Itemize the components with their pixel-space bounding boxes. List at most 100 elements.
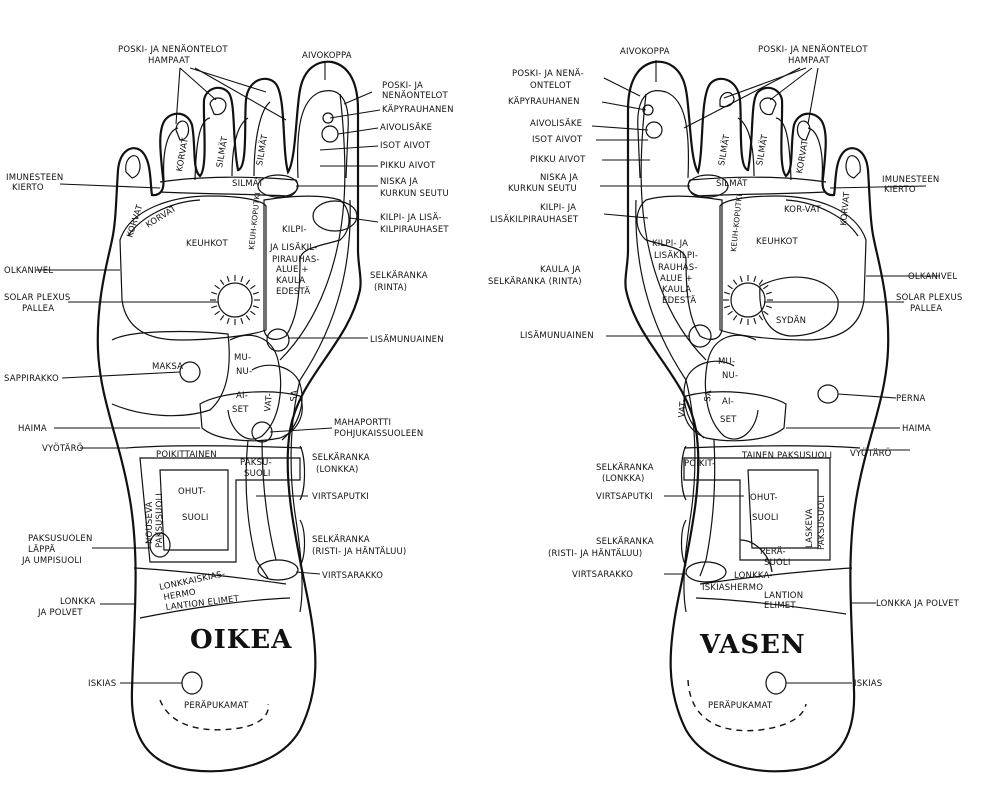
label-imuneste-2: KIERTO: [12, 183, 44, 193]
label-l-selkaranka-risti-2: (RISTI- JA HÄNTÄLUU): [548, 548, 642, 559]
right-ureter: [245, 439, 269, 579]
solar-ray: [219, 279, 225, 285]
label-l-niska-1: NISKA JA: [540, 173, 578, 183]
right-spine-bracket-2: [299, 519, 306, 567]
label-maksa: MAKSA: [152, 362, 183, 372]
label-perapukamat: PERÄPUKAMAT: [184, 700, 249, 711]
left-rectum: [739, 539, 773, 573]
label-aivokoppa: AIVOKOPPA: [302, 51, 352, 61]
label-paksusuoli-1: PAKSU-: [240, 458, 272, 468]
leader-lines: [36, 60, 940, 684]
label-vyotaro: VYÖTÄRÖ: [42, 443, 84, 454]
right-toe-inner-3: [231, 117, 249, 177]
label-kilpi-in-3: PIRAUHAS-: [272, 255, 320, 265]
label-olkanivel: OLKANIVEL: [4, 266, 53, 276]
label-selkaranka-risti-1: SELKÄRANKA: [312, 534, 370, 545]
right-toe-inner-1: [163, 127, 179, 181]
solar-ray: [252, 305, 259, 309]
right-pancreas-zone: [199, 391, 303, 442]
solar-ray: [758, 315, 764, 321]
label-l-keuhkot: KEUHKOT: [756, 237, 799, 247]
left-ear-band: [785, 199, 859, 237]
label-l-munu-4: SET: [720, 415, 737, 425]
label-l-perna: PERNA: [896, 394, 926, 404]
label-l-korvat-toe: KORVAT: [795, 139, 811, 175]
label-silmat-toe1: SILMÄT: [214, 135, 230, 169]
label-l-vyotaro: VYÖTÄRÖ: [850, 448, 892, 459]
label-l-silmat-toe1: SILMÄT: [754, 133, 770, 167]
solar-ray: [753, 276, 757, 283]
right-title: OIKEA: [190, 625, 292, 655]
label-l-kaula-1: KAULA JA: [540, 265, 581, 275]
label-l-perapukamat: PERÄPUKAMAT: [708, 700, 773, 711]
label-l-pikku-aivot: PIKKU AIVOT: [530, 155, 586, 165]
label-l-iskias: ISKIAS: [854, 679, 882, 689]
label-l-kaula-2: SELKÄRANKA (RINTA): [488, 276, 582, 287]
label-l-olkanivel: OLKANIVEL: [908, 272, 957, 282]
label-l-vatsa-2: SA: [703, 390, 714, 403]
left-colon-zone: [683, 457, 831, 561]
left-toe-inner-3: [737, 117, 755, 177]
solar-ray: [724, 305, 731, 309]
right-liver-zone: [111, 330, 230, 417]
solar-ray: [732, 315, 738, 321]
label-lappa-3: JA UMPISUOLI: [21, 556, 82, 566]
label-l-vatsa-1: VAT-: [677, 399, 689, 419]
solar-ray: [758, 279, 764, 285]
label-l-aivokoppa: AIVOKOPPA: [620, 47, 670, 57]
left-kidney-zone: [704, 334, 759, 440]
solar-ray: [226, 317, 230, 324]
left-spine-bracket-2: [680, 519, 687, 567]
left-toe-pad-4: [719, 91, 735, 108]
label-l-korvat-inner: KOR-VAT: [784, 205, 822, 215]
left-bigtoe-zone: [637, 90, 690, 179]
label-l-poski-hampaat-2: HAMPAAT: [788, 56, 831, 66]
label-l-kilpi-in-6: EDESTÄ: [662, 295, 696, 306]
left-spleen: [817, 384, 839, 404]
left-spine-line-2: [640, 93, 707, 361]
solar-ray: [765, 291, 772, 295]
label-poski-2: NENÄONTELOT: [382, 90, 448, 101]
left-toe-pad-2: [796, 120, 811, 141]
label-keuhkot: KEUHKOT: [186, 239, 229, 249]
label-l-aivolisake: AIVOLISÄKE: [530, 118, 582, 129]
label-poikittainen: POIKITTAINEN: [156, 450, 217, 460]
label-ohutsuoli-1: OHUT-: [178, 487, 206, 497]
label-munu-3: AI-: [236, 391, 248, 401]
solar-ray: [240, 317, 244, 324]
label-l-niska-2: KURKUN SEUTU: [508, 184, 577, 194]
label-lappa-1: PAKSUSUOLEN: [28, 534, 93, 544]
label-nouseva-1: NOUSEVA: [145, 501, 155, 544]
solar-ray: [763, 310, 769, 316]
label-l-munu-2: NU-: [722, 371, 738, 381]
label-l-laskeva-2: PAKSUSUOLI: [817, 495, 827, 550]
solar-ray: [211, 305, 218, 309]
left-toe-inner-1: [807, 127, 823, 181]
right-toe-inner-4: [253, 101, 271, 177]
label-selkaranka-lonkka-2: (LONKKA): [316, 465, 359, 475]
label-l-kilpi-2: LISÄKILPIRAUHASET: [490, 214, 579, 225]
label-l-ohutsuoli-2: SUOLI: [752, 513, 779, 523]
label-munu-2: NU-: [236, 367, 252, 377]
label-l-munu-1: MU-: [718, 357, 735, 367]
solar-ray: [214, 284, 220, 290]
left-thyroid-zone: [636, 195, 723, 340]
right-pituitary-circle: [321, 125, 339, 143]
label-l-lonkka: LONKKA JA POLVET: [876, 599, 960, 609]
left-hip-band-2: [695, 597, 847, 615]
right-lung-zone: [119, 195, 267, 341]
label-l-poski-2: ONTELOT: [530, 81, 572, 91]
label-l-selkaranka-lonkka-2: (LONKKA): [602, 474, 645, 484]
label-l-isot-aivot: ISOT AIVOT: [532, 135, 583, 145]
label-l-virtsarakko: VIRTSARAKKO: [572, 570, 633, 580]
label-l-laskeva-1: LASKEVA: [805, 508, 815, 548]
solar-ray: [219, 315, 225, 321]
label-l-poikittainen-1: POIKIT-: [684, 459, 715, 469]
label-l-keuhkoputki: KEUH-KOPUTKI: [729, 194, 744, 253]
right-spine-line-2: [279, 93, 346, 361]
label-niska-1: NISKA JA: [380, 177, 418, 187]
left-lung-zone: [719, 195, 867, 341]
label-l-haima: HAIMA: [902, 424, 931, 434]
label-lappa-2: LÄPPÄ: [28, 544, 55, 555]
label-solar-1: SOLAR PLEXUS: [4, 293, 71, 303]
